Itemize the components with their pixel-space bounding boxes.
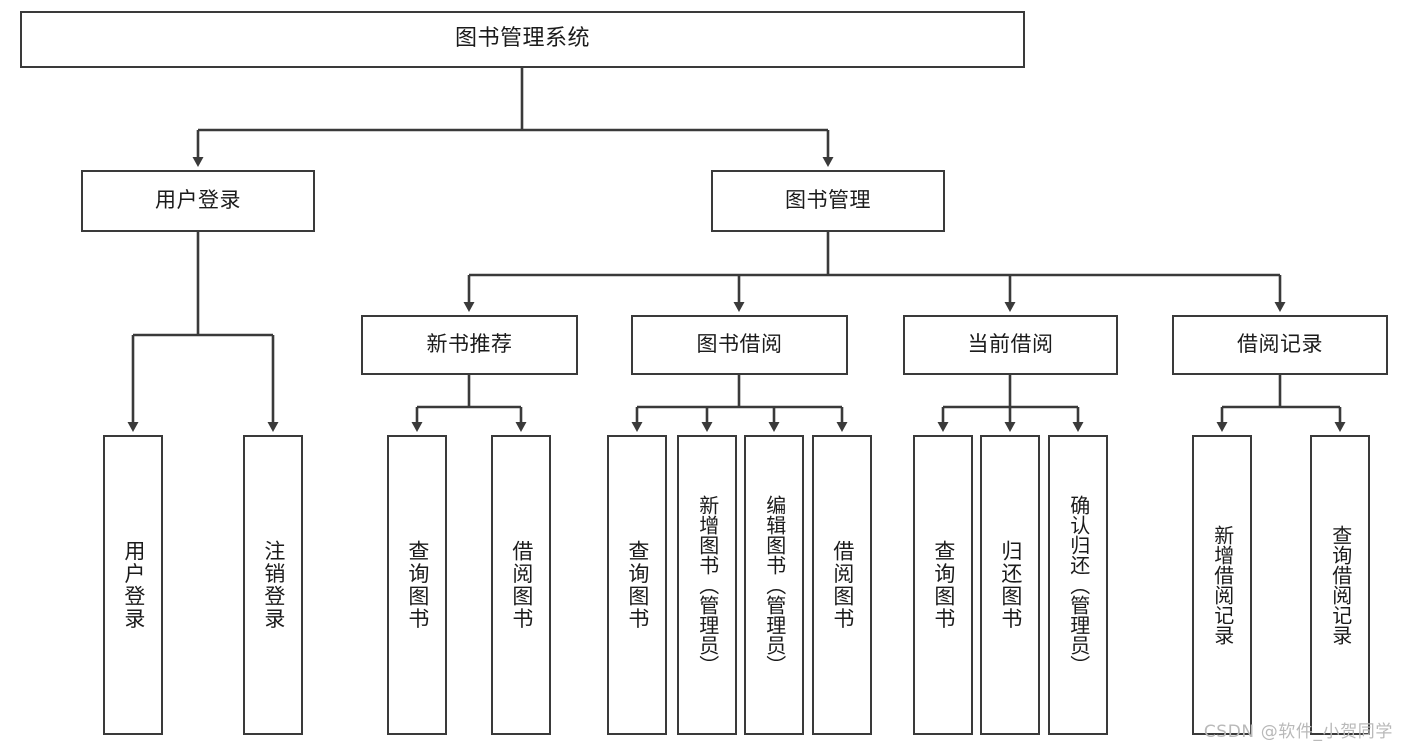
node-root-system[interactable]: 图书管理系统 xyxy=(20,11,1025,68)
node-label: 借阅记录 xyxy=(1237,332,1323,357)
node-label: 新书推荐 xyxy=(426,332,513,357)
node-user-login[interactable]: 用户登录 xyxy=(81,170,315,232)
leaf-label: 归还图书 xyxy=(998,540,1023,630)
leaf-label: 新增借阅记录 xyxy=(1210,525,1235,645)
node-new-book-recommend[interactable]: 新书推荐 xyxy=(361,315,578,375)
leaf-label: 查询图书 xyxy=(931,540,956,630)
leaf-label: 注销登录 xyxy=(261,540,286,630)
leaf-label: 借阅图书 xyxy=(830,540,855,630)
leaf-label: 查询图书 xyxy=(625,540,650,630)
node-label: 用户登录 xyxy=(155,188,241,213)
node-book-management[interactable]: 图书管理 xyxy=(711,170,945,232)
leaf-current-borrow-confirm-return[interactable]: 确认归还（管理员） xyxy=(1048,435,1108,735)
node-label: 当前借阅 xyxy=(967,332,1054,357)
node-book-borrow[interactable]: 图书借阅 xyxy=(631,315,848,375)
leaf-book-borrow-edit[interactable]: 编辑图书（管理员） xyxy=(744,435,804,735)
leaf-book-borrow-query[interactable]: 查询图书 xyxy=(607,435,667,735)
leaf-user-login-logout[interactable]: 注销登录 xyxy=(243,435,303,735)
leaf-book-borrow-borrow[interactable]: 借阅图书 xyxy=(812,435,872,735)
leaf-label: 编辑图书（管理员） xyxy=(762,495,787,675)
leaf-label: 用户登录 xyxy=(121,540,146,630)
node-label: 图书管理系统 xyxy=(454,26,590,52)
leaf-label: 确认归还（管理员） xyxy=(1066,495,1091,675)
leaf-current-borrow-return[interactable]: 归还图书 xyxy=(980,435,1040,735)
node-label: 图书借阅 xyxy=(696,332,783,357)
node-current-borrow[interactable]: 当前借阅 xyxy=(903,315,1118,375)
leaf-label: 借阅图书 xyxy=(509,540,534,630)
leaf-current-borrow-query[interactable]: 查询图书 xyxy=(913,435,973,735)
leaf-borrow-record-add[interactable]: 新增借阅记录 xyxy=(1192,435,1252,735)
leaf-label: 查询图书 xyxy=(405,540,430,630)
leaf-new-book-query[interactable]: 查询图书 xyxy=(387,435,447,735)
node-borrow-record[interactable]: 借阅记录 xyxy=(1172,315,1388,375)
leaf-borrow-record-query[interactable]: 查询借阅记录 xyxy=(1310,435,1370,735)
node-label: 图书管理 xyxy=(785,188,871,213)
watermark: CSDN @软件_小贺同学 xyxy=(1203,722,1393,742)
leaf-label: 新增图书（管理员） xyxy=(695,495,720,675)
leaf-label: 查询借阅记录 xyxy=(1328,525,1353,645)
leaf-new-book-borrow[interactable]: 借阅图书 xyxy=(491,435,551,735)
leaf-user-login-login[interactable]: 用户登录 xyxy=(103,435,163,735)
leaf-book-borrow-add[interactable]: 新增图书（管理员） xyxy=(677,435,737,735)
